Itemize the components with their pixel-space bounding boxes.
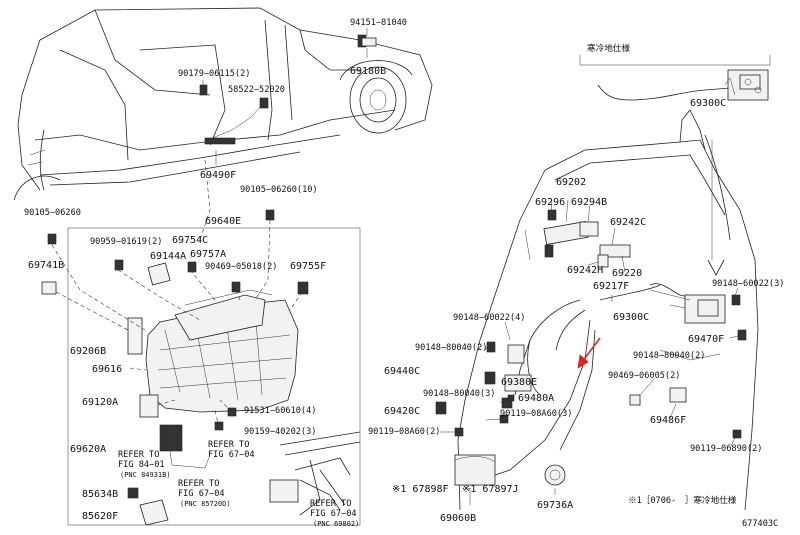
label-69440c: 69440C [384, 366, 420, 377]
label-69060b: 69060B [440, 513, 476, 524]
label-90148-80040-2a: 90148−80040(2) [415, 343, 487, 353]
label-variant-top: 寒冷地仕様 [587, 42, 630, 54]
label-94151-81040: 94151−81040 [350, 18, 407, 28]
label-90179-06115: 90179−06115(2) [178, 69, 250, 79]
label-69220: 69220 [612, 268, 642, 279]
label-refer-to-1: REFER TO [118, 450, 159, 460]
label-58522-52020: 58522−52020 [228, 85, 285, 95]
label-69420c: 69420C [384, 406, 420, 417]
label-69755f: 69755F [290, 261, 326, 272]
footnote-text: ※1［0706‐ ］寒冷地仕様 [628, 494, 737, 506]
label-pnc-85720d: (PNC 85720D) [180, 500, 231, 508]
label-90119-06890: 90119−06890(2) [690, 444, 762, 454]
label-69470f: 69470F [688, 334, 724, 345]
label-90148-80040-2b: 90148−80040(2) [633, 351, 705, 361]
label-69620a: 69620A [70, 444, 106, 455]
label-85620f: 85620F [82, 511, 118, 522]
label-69754c: 69754C [172, 235, 208, 246]
right-leader-lines [435, 199, 739, 505]
label-69206b: 69206B [70, 346, 106, 357]
label-90148-60022-4: 90148−60022(4) [453, 313, 525, 323]
door-check-parts [199, 28, 377, 165]
label-69757a: 69757A [190, 249, 226, 260]
label-69486f: 69486F [650, 415, 686, 426]
label-refer-to-3: REFER TO [178, 479, 219, 489]
label-90469-06005: 90469−06005(2) [608, 371, 680, 381]
label-90148-80040-3: 90148−80040(3) [423, 389, 495, 399]
label-fig-67-04-c: FIG 67−04 [310, 509, 357, 519]
label-90148-60022-3: 90148−60022(3) [712, 279, 784, 289]
label-90119-08a60-2: 90119−08A60(2) [368, 427, 440, 437]
left-leader-lines [51, 159, 303, 429]
label-67897j-code: 67897J [482, 484, 518, 495]
label-69180b: 69180B [350, 66, 386, 77]
label-fig-84-01: FIG 84−01 [118, 460, 165, 470]
label-69242c: 69242C [610, 217, 646, 228]
label-69300c-mid: 69300C [613, 312, 649, 323]
label-69294b: 69294B [571, 197, 607, 208]
label-91531-60610: 91531−60610(4) [244, 406, 316, 416]
label-90959-01619: 90959−01619(2) [90, 237, 162, 247]
label-69120a: 69120A [82, 397, 118, 408]
vehicle-body-illustration [13, 7, 433, 201]
label-90469-05018: 90469−05018(2) [205, 262, 277, 272]
back-door-frame [457, 109, 759, 511]
label-85634b: 85634B [82, 489, 118, 500]
front-door-panel [41, 209, 361, 526]
label-90105-06260: 90105−06260 [24, 208, 81, 218]
label-69741b: 69741B [28, 260, 64, 271]
label-67898f-code: 67898F [412, 484, 448, 495]
label-69380e: 69380E [501, 377, 537, 388]
label-69217f: 69217F [593, 281, 629, 292]
label-67898f: ※1 67898F [392, 484, 449, 495]
label-90119-08a60-3: 90119−08A60(3) [500, 409, 572, 419]
label-69296: 69296 [535, 197, 565, 208]
label-69736a: 69736A [537, 500, 573, 511]
label-67897j: ※1 67897J [462, 484, 519, 495]
label-69242h: 69242H [567, 265, 603, 276]
label-90159-40202: 90159−40202(3) [244, 427, 316, 437]
label-fig-67-04-a: FIG 67−04 [208, 450, 255, 460]
cable-assembly-top [579, 55, 771, 101]
label-69616: 69616 [92, 364, 122, 375]
highlight-arrow [577, 337, 601, 369]
label-69640e: 69640E [205, 216, 241, 227]
back-door-lock-parts [435, 209, 747, 486]
label-69300c-top: 69300C [690, 98, 726, 109]
label-69144a: 69144A [150, 251, 186, 262]
label-90105-06260-10: 90105−06260(10) [240, 185, 318, 195]
label-refer-to-2: REFER TO [208, 440, 249, 450]
label-69202: 69202 [556, 177, 586, 188]
label-fig-67-04-b: FIG 67−04 [178, 489, 225, 499]
label-refer-to-4: REFER TO [310, 499, 351, 509]
label-pnc-84931b: (PNC 84931B) [120, 471, 171, 479]
label-69490f: 69490F [200, 170, 236, 181]
label-69480a: 69480A [518, 393, 554, 404]
callout-labels: 94151−81040 69180B 90179−06115(2) 58522−… [24, 18, 784, 529]
diagram-id: 677403C [742, 519, 778, 529]
label-pnc-69802: (PNC 69802) [313, 520, 359, 528]
